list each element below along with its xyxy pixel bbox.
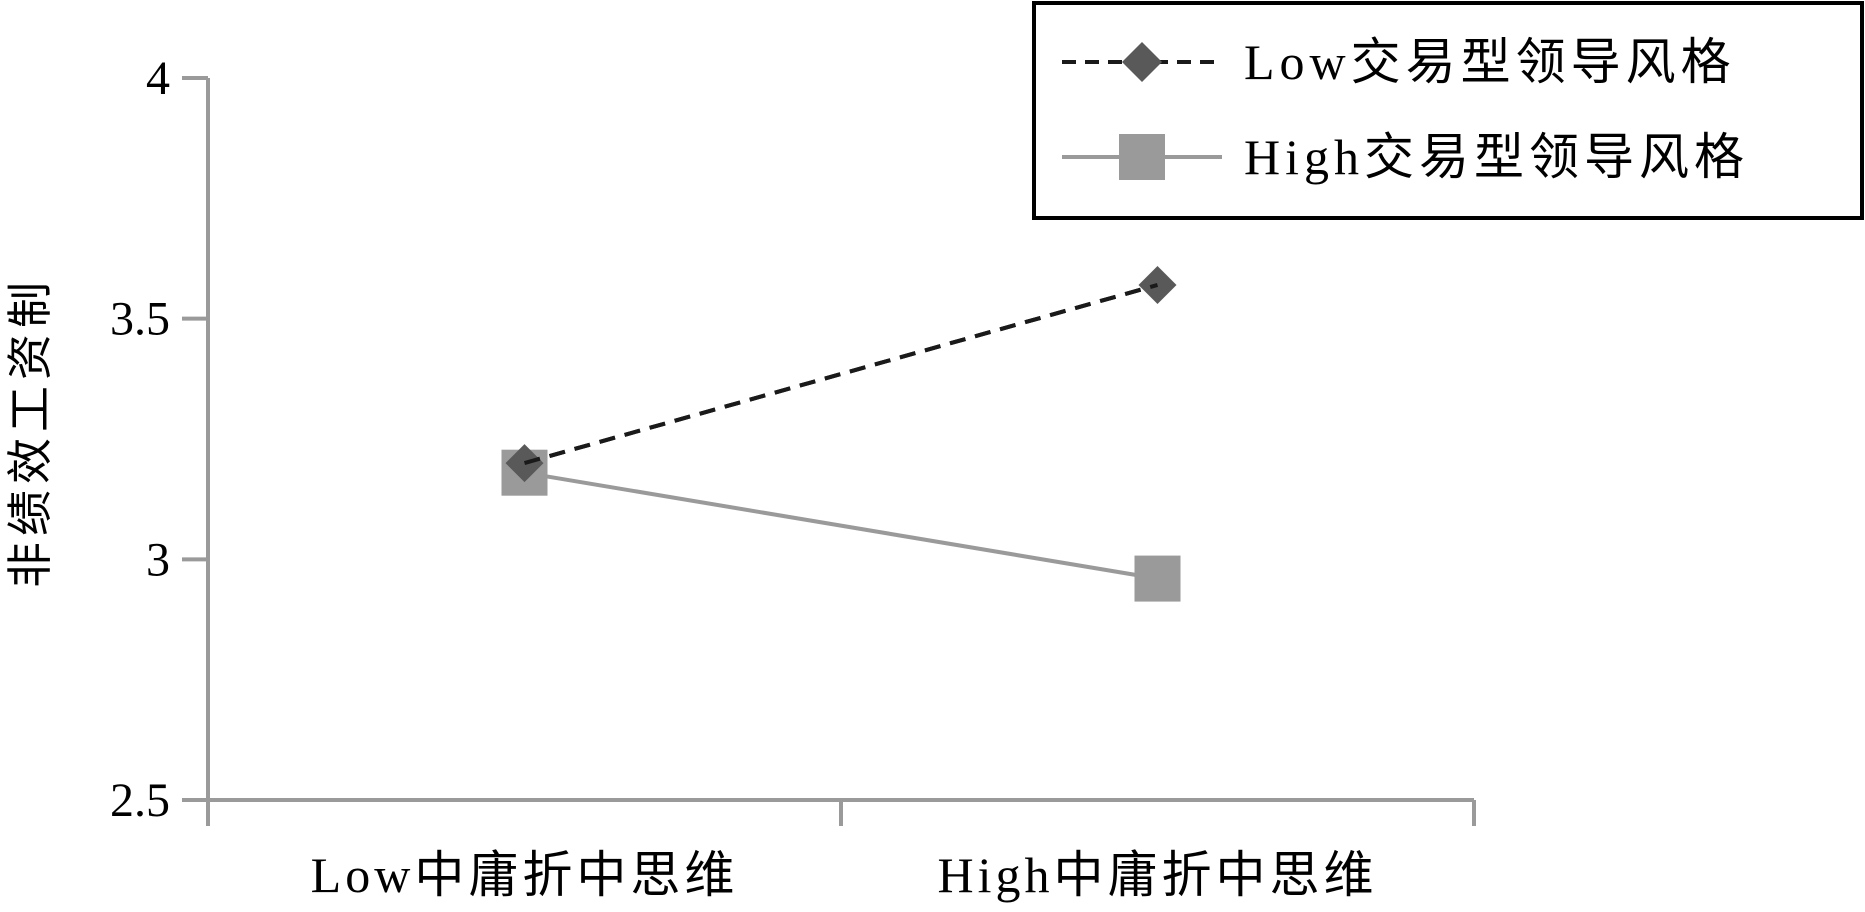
y-tick-label: 3 [146,533,170,586]
legend-low-diamond-marker [1122,42,1162,82]
data-point-square [1134,555,1181,602]
series-layer [501,265,1181,602]
y-tick-label: 2.5 [110,774,170,827]
legend: Low交易型领导风格 High交易型领导风格 [1032,1,1864,220]
x-category-label: High中庸折中思维 [938,847,1378,903]
legend-high-square-marker [1119,134,1165,180]
series-line [524,470,1158,581]
legend-item-low: Low交易型领导风格 [1062,34,1736,90]
legend-high-label: High交易型领导风格 [1244,129,1749,185]
series-high [501,449,1181,602]
series-low [505,265,1177,483]
legend-box [1032,1,1864,220]
series-line-overlay [523,283,1159,465]
y-axis-label: 非绩效工资制 [5,276,56,588]
legend-low-label: Low交易型领导风格 [1244,34,1736,90]
legend-item-high: High交易型领导风格 [1062,129,1749,185]
y-tick-label: 3.5 [110,293,170,346]
x-category-label: Low中庸折中思维 [311,847,739,903]
x-ticks: Low中庸折中思维 High中庸折中思维 [206,800,1476,903]
y-tick-label: 4 [146,52,170,105]
y-ticks: 4 3.5 3 2.5 [110,52,208,827]
